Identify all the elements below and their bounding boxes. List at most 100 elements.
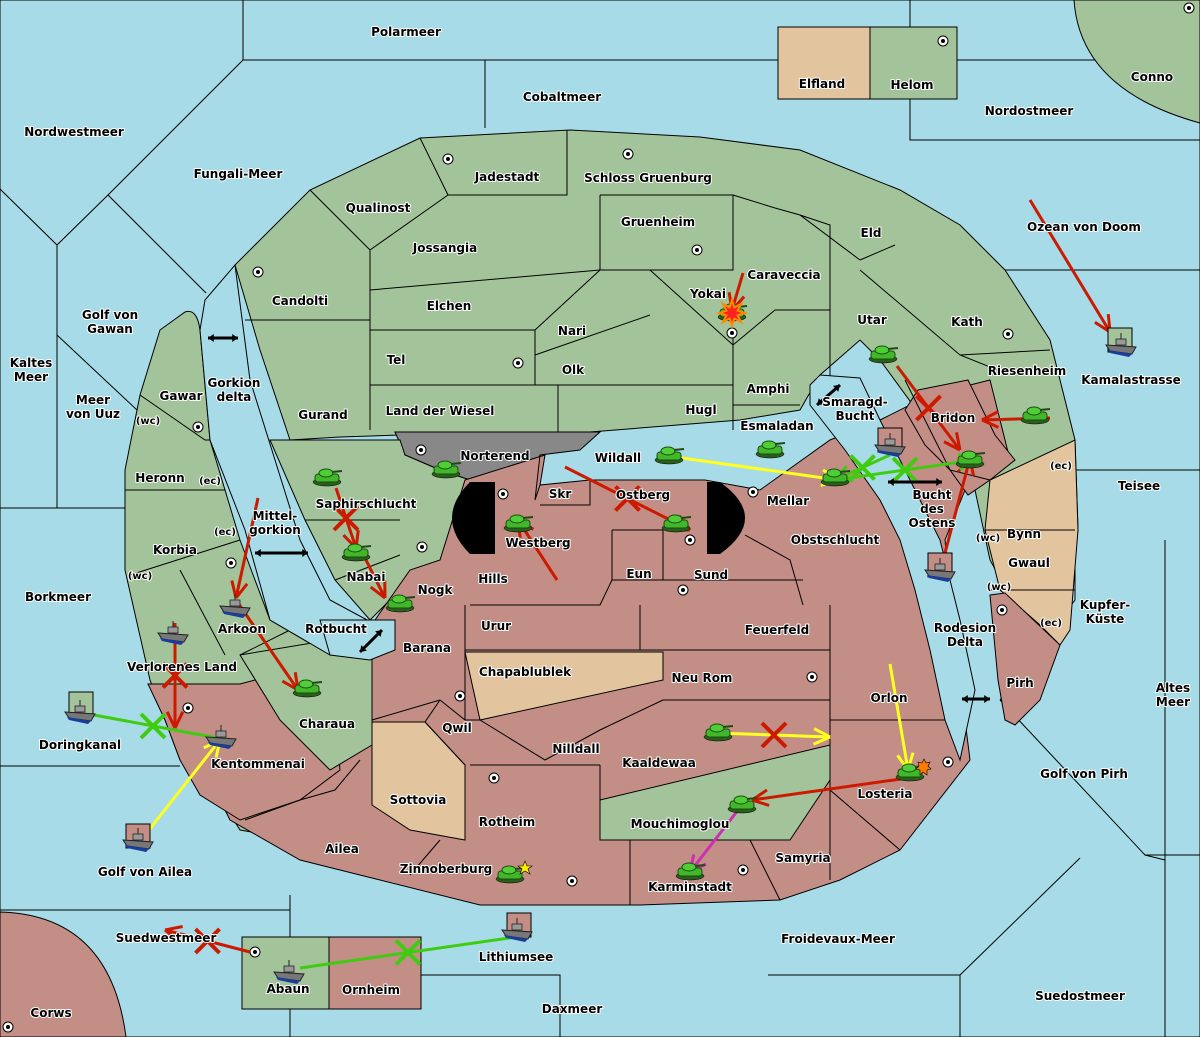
labels-layer: PolarmeerCobaltmeerNordwestmeerFungali-M… [9, 24, 1191, 1021]
territory-label-arkoon: Arkoon [218, 622, 266, 636]
territory-label-kaaldewaa: Kaaldewaa [622, 756, 696, 770]
territory-label-schloss-gruenburg: Schloss Gruenburg [584, 171, 712, 185]
territory-label-barana: Barana [403, 641, 451, 655]
canal-double-arrow-icon [816, 383, 841, 407]
sea-label-borkmeer: Borkmeer [25, 590, 91, 604]
fleet-unit-bucht-des-ostens[interactable] [924, 558, 956, 582]
territory-bridon[interactable] [904, 379, 1016, 496]
impassable-east [707, 482, 745, 554]
territory-label-korbia: Korbia [153, 543, 197, 557]
army-unit-zinnoberburg[interactable] [495, 860, 533, 884]
territory-label-neu-rom: Neu Rom [672, 671, 733, 685]
supply-center-icon [1002, 328, 1014, 340]
territory-ornheim[interactable] [328, 936, 422, 1010]
territory-label-abaun: Abaun [266, 982, 309, 996]
sea-label-fungali-meer: Fungali-Meer [194, 167, 283, 181]
coast-label: (ec) [1040, 618, 1062, 629]
territory-label-heronn: Heronn [135, 471, 184, 485]
territory-label-wildall: Wildall [595, 451, 641, 465]
army-unit-nogk[interactable] [385, 594, 416, 613]
army-unit-utar[interactable] [868, 345, 899, 364]
explosion-icon [715, 296, 749, 330]
army-unit-nabai[interactable] [341, 543, 372, 562]
army-unit-riesenheim[interactable] [1020, 406, 1051, 425]
order-move [164, 925, 251, 955]
territory-label-nari: Nari [558, 324, 586, 338]
territory-chapablublek[interactable] [464, 651, 664, 721]
fleet-unit-lithiumsee[interactable] [501, 918, 533, 942]
coast-label: (ec) [214, 527, 236, 538]
sea-label-doringkanal: Doringkanal [39, 738, 121, 752]
army-unit-esmaladan[interactable] [755, 440, 786, 459]
army-unit-mouchimoglou[interactable] [727, 795, 758, 814]
territory-label-elfland: Elfland [799, 77, 845, 91]
sea-label-suedwestmeer: Suedwestmeer [116, 931, 217, 945]
army-unit-ostberg[interactable] [661, 514, 692, 533]
territory-label-ornheim: Ornheim [342, 983, 400, 997]
territory-corws[interactable] [0, 911, 127, 1037]
sea-label-golf-von-ailea: Golf von Ailea [98, 865, 192, 879]
fleet-unit-abaun[interactable] [273, 960, 305, 984]
fleet-unit-kamalastrasse[interactable] [1105, 333, 1137, 357]
fleet-unit-arkoon[interactable] [219, 594, 251, 618]
coast-label: (wc) [128, 571, 152, 582]
territory-label-karminstadt: Karminstadt [648, 880, 732, 894]
territory-label-saphirschlucht: Saphirschlucht [316, 497, 417, 511]
fleet-unit-doringkanal[interactable] [64, 700, 96, 724]
army-unit-kaaldewaa[interactable] [703, 723, 734, 742]
territory-label-eun: Eun [626, 567, 651, 581]
territory-label-ostberg: Ostberg [616, 488, 670, 502]
fleet-unit-smaragd-bucht[interactable] [874, 433, 906, 457]
territory-label-candolti: Candolti [272, 294, 328, 308]
army-unit-westberg[interactable] [503, 514, 534, 533]
territory-label-ailea: Ailea [325, 842, 359, 856]
territory-label-riesenheim: Riesenheim [988, 364, 1067, 378]
supply-center-icon [677, 584, 689, 596]
army-unit-yokai[interactable] [715, 296, 749, 330]
fleet-unit-kentommenai[interactable] [205, 725, 237, 749]
territory-conno[interactable] [1073, 0, 1200, 124]
territory-elfland[interactable] [777, 26, 871, 100]
supply-center-icon [942, 756, 954, 768]
supply-center-icon [1183, 2, 1195, 14]
territory-label-chapablublek: Chapablublek [479, 665, 572, 679]
order-convoy [299, 935, 517, 970]
supply-center-icon [252, 266, 264, 278]
army-unit-norterend[interactable] [431, 460, 462, 479]
territory-label-hugl: Hugl [685, 403, 716, 417]
army-unit-saphirschlucht[interactable] [312, 468, 343, 487]
territory-label-tel: Tel [387, 353, 406, 367]
sea-bucht-des-ostens[interactable] [809, 374, 976, 762]
territory-label-qwil: Qwil [442, 721, 472, 735]
sea-label-lithiumsee: Lithiumsee [479, 950, 554, 964]
sea-label-nordostmeer: Nordostmeer [985, 104, 1074, 118]
sea-label-ozean-von-doom: Ozean von Doom [1027, 220, 1141, 234]
territory-label-kath: Kath [951, 315, 983, 329]
territory-label-eld: Eld [861, 226, 882, 240]
territory-label-skr: Skr [549, 487, 572, 501]
territory-label-corws: Corws [30, 1006, 71, 1020]
supply-center-icon [684, 534, 696, 546]
army-unit-karminstadt[interactable] [675, 862, 706, 881]
canal-double-arrow-icon [962, 695, 990, 703]
star-icon [517, 860, 533, 875]
coast-label: (wc) [976, 533, 1000, 544]
army-unit-bridon[interactable] [955, 450, 986, 469]
fleet-unit-verlorenes-land[interactable] [157, 621, 189, 645]
army-unit-charaua[interactable] [292, 679, 323, 698]
supply-center-icon [512, 357, 524, 369]
order-move [895, 365, 962, 452]
army-unit-mellar[interactable] [820, 468, 851, 487]
territory-pirh[interactable] [989, 592, 1061, 726]
fleet-unit-golf-von-ailea[interactable] [122, 828, 154, 852]
supply-center-icon [497, 488, 509, 500]
army-unit-wildall[interactable] [654, 446, 685, 465]
army-unit-losteria[interactable] [895, 758, 932, 782]
sea-label-suedostmeer: Suedostmeer [1035, 989, 1125, 1003]
sea-rotbucht[interactable] [319, 619, 396, 661]
territory-label-gwaul: Gwaul [1008, 556, 1050, 570]
territory-label-norterend: Norterend [460, 449, 529, 463]
